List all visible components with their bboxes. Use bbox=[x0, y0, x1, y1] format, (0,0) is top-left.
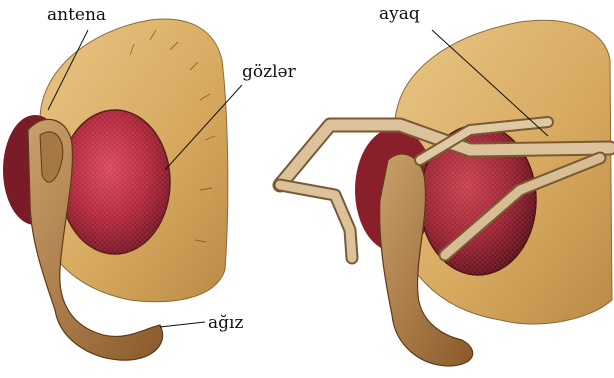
left-fly-head bbox=[3, 19, 228, 360]
mouth-pointer bbox=[160, 322, 205, 327]
antenna-label: antena bbox=[47, 7, 106, 24]
leg-label: ayaq bbox=[379, 6, 420, 23]
right-fly-head bbox=[280, 20, 612, 366]
eyes-label: gözlər bbox=[242, 64, 296, 81]
mouth-label: ağız bbox=[208, 315, 243, 332]
